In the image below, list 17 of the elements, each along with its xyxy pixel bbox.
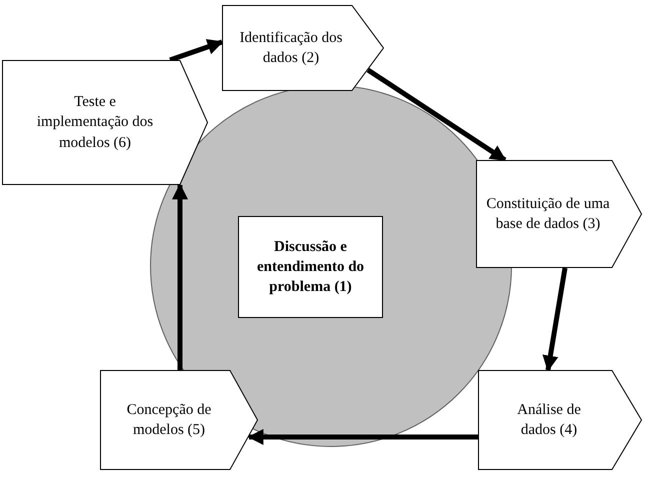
box-text: Teste e implementação dos modelos (6) [36, 93, 154, 153]
box-text: Concepção de modelos (5) [126, 400, 212, 440]
box-text: Análise de dados (4) [516, 400, 582, 440]
arrow [366, 68, 506, 162]
box-text: Identificação dos dados (2) [238, 28, 344, 68]
pentagon-arrow-box [100, 370, 258, 470]
arrow [247, 429, 478, 445]
process-box [238, 216, 383, 318]
box-text: Constituição de uma base de dados (3) [486, 194, 610, 234]
pentagon-arrow-box [2, 60, 208, 185]
pentagon-arrow-box [222, 5, 384, 91]
arrow [172, 183, 188, 370]
arrow [542, 268, 568, 372]
arrow [169, 39, 224, 62]
box-text: Discussão e entendimento do problema (1) [256, 238, 366, 298]
pentagon-arrow-box [478, 370, 642, 470]
pentagon-arrow-box [476, 160, 642, 268]
